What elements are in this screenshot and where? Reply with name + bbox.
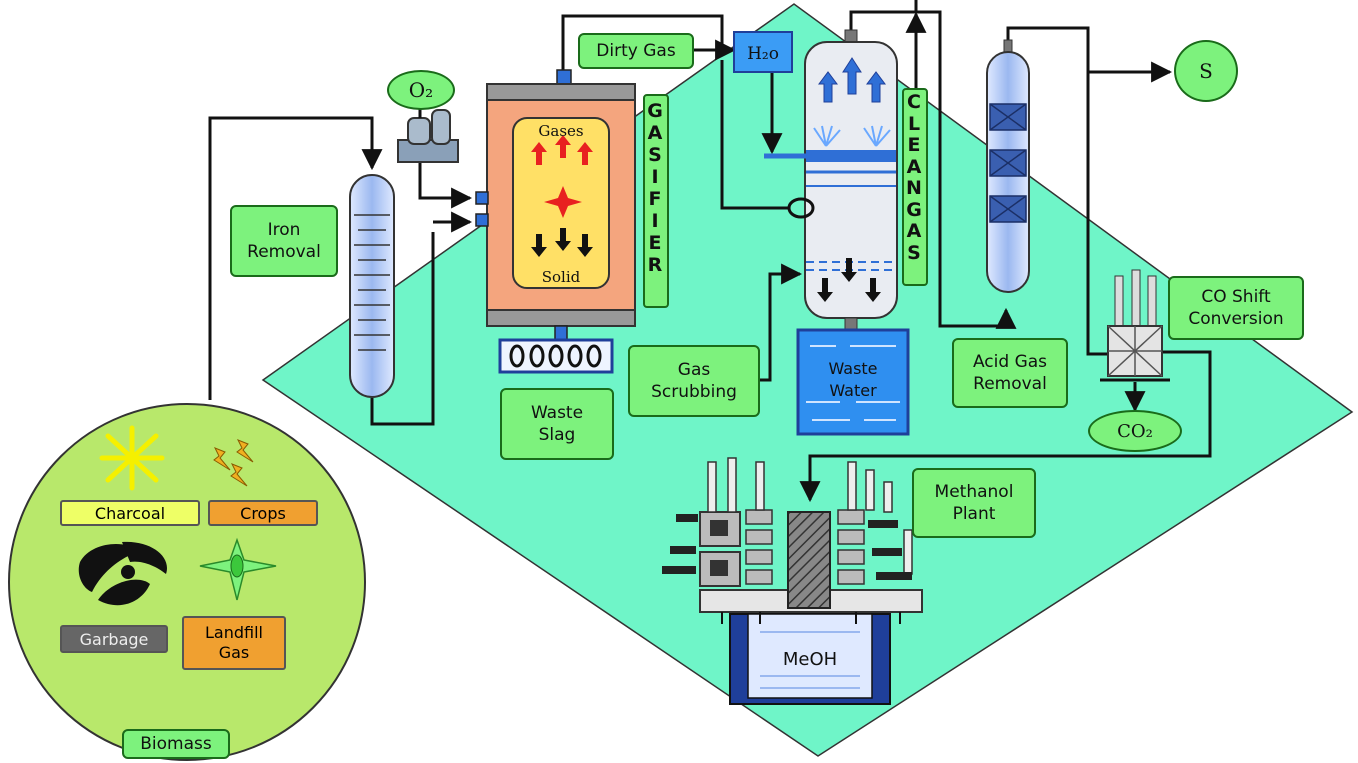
h2o-label: H₂o bbox=[747, 44, 779, 64]
gases-label: Gases bbox=[538, 122, 583, 140]
charcoal-label: Charcoal bbox=[60, 500, 200, 526]
co-shift-conversion-label: CO Shift Conversion bbox=[1168, 276, 1304, 340]
o2-bubble: O₂ bbox=[387, 70, 455, 110]
pipes bbox=[208, 0, 1212, 503]
scrubber-up-arrows bbox=[818, 57, 886, 103]
vertical-letter: F bbox=[648, 188, 664, 210]
landfill-gas-icon bbox=[199, 537, 277, 601]
garbage-icon bbox=[78, 541, 167, 606]
crops-icon bbox=[213, 439, 254, 487]
acid-gas-column bbox=[986, 39, 1030, 293]
vertical-letter: R bbox=[647, 254, 665, 276]
gas-scrubbing-label: Gas Scrubbing bbox=[628, 345, 760, 417]
methanol-plant bbox=[662, 457, 923, 705]
vertical-letter: I bbox=[651, 210, 661, 232]
gasifier-solid-arrows bbox=[531, 228, 593, 257]
dirty-gas-label: Dirty Gas bbox=[578, 33, 694, 69]
co-shift-reactor bbox=[1100, 269, 1170, 382]
scrubber-down-arrows bbox=[817, 258, 881, 302]
sulfur-bubble: S bbox=[1174, 40, 1238, 102]
landfill-gas-label: Landfill Gas bbox=[182, 616, 286, 670]
o2-label: O₂ bbox=[408, 78, 434, 102]
acid-gas-removal-label: Acid Gas Removal bbox=[952, 338, 1068, 408]
biomass-circle bbox=[8, 403, 366, 761]
vertical-letter: A bbox=[647, 122, 665, 144]
vertical-letter: N bbox=[906, 177, 924, 199]
gas-scrubber bbox=[764, 29, 898, 331]
vertical-letter: C bbox=[907, 91, 923, 113]
vertical-letter: S bbox=[648, 144, 664, 166]
charcoal-icon bbox=[99, 425, 165, 491]
solid-label: Solid bbox=[542, 268, 581, 286]
vertical-letter: E bbox=[648, 232, 664, 254]
vertical-letter: E bbox=[907, 134, 923, 156]
slag-grate bbox=[498, 338, 614, 374]
waste-slag-label: Waste Slag bbox=[500, 388, 614, 460]
iron-removal-label: Iron Removal bbox=[230, 205, 338, 277]
waste-water-tank bbox=[796, 328, 910, 436]
gasifier-gas-arrows bbox=[531, 135, 593, 218]
methanol-plant-label: Methanol Plant bbox=[912, 468, 1036, 538]
iron-removal-column bbox=[349, 174, 395, 398]
garbage-label: Garbage bbox=[60, 625, 168, 653]
scrubber-spray bbox=[813, 125, 891, 147]
vertical-letter: A bbox=[906, 220, 924, 242]
oxygen-tanks bbox=[397, 100, 459, 163]
vertical-letter: G bbox=[647, 100, 665, 122]
co2-bubble: CO₂ bbox=[1088, 410, 1182, 452]
co2-label: CO₂ bbox=[1117, 420, 1153, 442]
s-label: S bbox=[1199, 59, 1213, 83]
vertical-letter: A bbox=[906, 155, 924, 178]
water-feed-box bbox=[733, 31, 793, 73]
vertical-letter: I bbox=[651, 166, 661, 188]
vertical-letter: L bbox=[907, 112, 923, 135]
vertical-letter: S bbox=[907, 241, 923, 264]
vertical-letter: G bbox=[906, 198, 924, 221]
meoh-label: MeOH bbox=[783, 649, 837, 670]
crops-label: Crops bbox=[208, 500, 318, 526]
biomass-label: Biomass bbox=[122, 729, 230, 759]
